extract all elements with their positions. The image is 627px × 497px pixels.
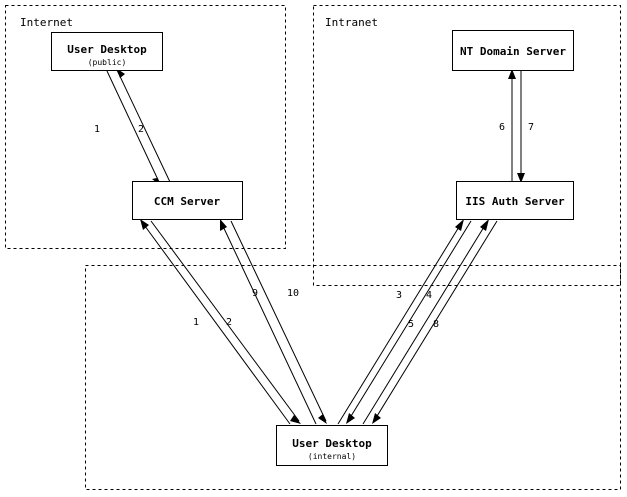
zone-internet-boundary	[5, 5, 286, 249]
node-iis-auth-server[interactable]: IIS Auth Server	[456, 181, 574, 220]
edge-2-label: 2	[138, 124, 144, 135]
node-nt-domain-server-title: NT Domain Server	[460, 45, 566, 58]
node-user-desktop-internal[interactable]: User Desktop (internal)	[276, 425, 388, 466]
node-user-desktop-internal-subtitle: (internal)	[308, 452, 356, 461]
edge-1-label: 1	[94, 124, 100, 135]
edge-9-line	[220, 219, 317, 425]
edge-4-line	[346, 220, 472, 424]
edge-10-label: 10	[287, 288, 299, 299]
zone-internet-label: Internet	[20, 16, 73, 29]
edge-2b-line	[150, 220, 301, 424]
zone-internal-boundary	[85, 265, 621, 490]
edge-3-label: 3	[396, 290, 402, 301]
edge-6-line	[508, 69, 516, 181]
edge-1b-label: 1	[193, 317, 199, 328]
node-nt-domain-server[interactable]: NT Domain Server	[452, 30, 574, 71]
edge-8-label: 8	[433, 319, 439, 330]
edge-6-label: 6	[499, 122, 505, 133]
edge-5-label: 5	[408, 319, 414, 330]
zone-intranet-boundary	[313, 5, 621, 286]
edge-10-line	[230, 220, 327, 424]
zone-intranet-label: Intranet	[325, 16, 378, 29]
edge-1b-line	[140, 219, 291, 425]
edge-7-label: 7	[528, 122, 534, 133]
edge-3-line	[337, 219, 464, 425]
node-user-desktop-public-title: User Desktop	[67, 43, 147, 56]
node-ccm-server-title: CCM Server	[154, 195, 221, 208]
node-user-desktop-public[interactable]: User Desktop (public)	[51, 32, 163, 71]
node-ccm-server[interactable]: CCM Server	[132, 181, 243, 220]
edge-9-label: 9	[252, 288, 258, 299]
edge-2b-label: 2	[226, 317, 232, 328]
edge-4-label: 4	[426, 290, 432, 301]
node-iis-auth-server-title: IIS Auth Server	[465, 195, 565, 208]
edge-5-line	[362, 219, 489, 425]
edge-1-line	[106, 70, 161, 186]
edge-7-line	[517, 70, 525, 183]
node-user-desktop-public-subtitle: (public)	[88, 58, 127, 67]
edge-8-line	[372, 220, 498, 424]
node-user-desktop-internal-title: User Desktop	[292, 437, 372, 450]
